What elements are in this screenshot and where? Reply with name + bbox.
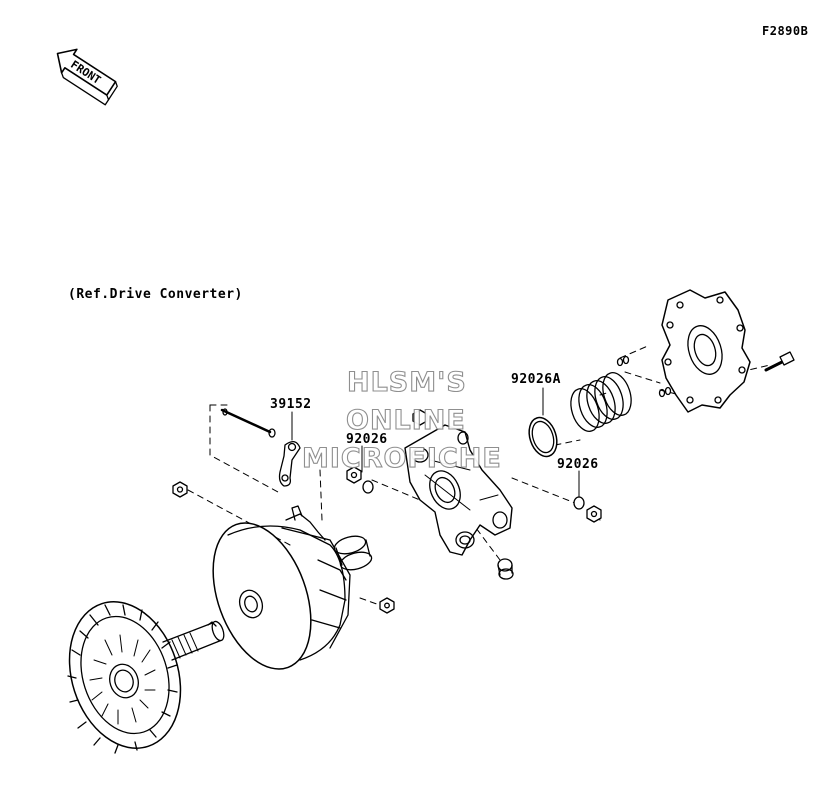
watermark-line-1: HLSM'S [346, 366, 467, 398]
nut-right [586, 505, 602, 523]
reference-note: (Ref.Drive Converter) [68, 287, 243, 302]
part-label-92026-right[interactable]: 92026 [557, 457, 599, 472]
ring-92026A [528, 416, 558, 458]
fixed-sheave [67, 601, 182, 754]
nut-left [172, 481, 188, 498]
movable-sheave [212, 505, 351, 670]
bolt [764, 351, 795, 372]
weight-arm-39152 [278, 441, 301, 487]
nut-spider [412, 409, 428, 426]
washer-92026-left [362, 480, 374, 494]
converter-cover [661, 289, 751, 413]
roller-pin [220, 408, 276, 438]
watermark-line-3: MICROFICHE [301, 442, 502, 474]
washer-92026-right [573, 496, 585, 510]
plug-bottom [497, 558, 514, 580]
part-label-92026A[interactable]: 92026A [511, 372, 561, 387]
part-label-92026-left[interactable]: 92026 [346, 432, 388, 447]
nut-bottom [379, 597, 395, 614]
nut-mid [346, 466, 362, 484]
front-arrow-icon [56, 48, 118, 106]
spider-assembly [404, 424, 513, 556]
dowel-pins [616, 355, 672, 398]
figure-code: F2890B [762, 24, 809, 38]
leader-lines [291, 387, 580, 498]
part-label-39152[interactable]: 39152 [270, 397, 312, 412]
spring [570, 372, 632, 432]
watermark-line-2: ONLINE [345, 404, 466, 436]
splined-shaft [162, 620, 225, 661]
collar-bushing [333, 535, 373, 571]
